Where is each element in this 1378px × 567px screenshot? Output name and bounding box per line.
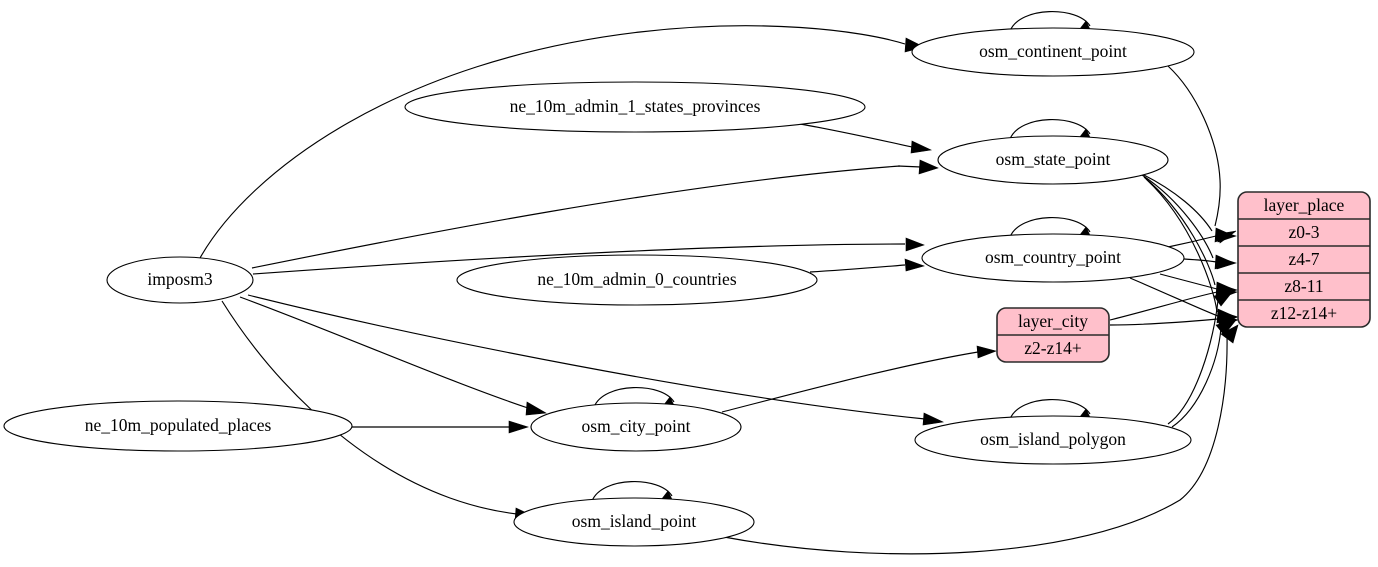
edge-imposm3-to-osm-state-point-tail <box>897 165 922 168</box>
edge-imposm3-to-osm-city-point <box>239 296 529 409</box>
record-node-layer-place[interactable]: layer_place z0-3 z4-7 z8-11 z12-z14+ <box>1237 191 1371 328</box>
node-shape-osm-state-point[interactable] <box>937 135 1169 185</box>
edge-imposm3-to-osm-state-point <box>251 165 901 269</box>
node-shape-osm-continent-point[interactable] <box>911 27 1195 77</box>
record-row-layer-place-z4-7[interactable]: z4-7 <box>1288 249 1319 269</box>
edge-osm-island-polygon-to-layer-place-z8-11 <box>1167 299 1219 425</box>
edge-osm-country-point-to-layer-place-z0-3 <box>1167 235 1217 248</box>
edge-layer <box>199 11 1239 555</box>
node-shape-osm-city-point[interactable] <box>530 402 742 452</box>
record-row-layer-place-z0-3[interactable]: z0-3 <box>1288 222 1319 242</box>
node-label-osm-city-point: osm_city_point <box>582 416 691 436</box>
record-node-layer: layer_place z0-3 z4-7 z8-11 z12-z14+ lay… <box>996 191 1371 363</box>
node-layer: imposm3 ne_10m_populated_places ne_10m_a… <box>3 27 1195 547</box>
edge-selfloop-osm-city-point <box>593 387 675 408</box>
record-row-layer-place-z8-11[interactable]: z8-11 <box>1284 276 1323 296</box>
arrowhead-icon <box>910 140 933 154</box>
edge-selfloop-osm-continent-point <box>1009 11 1091 32</box>
edge-osm-island-point-to-layer-place-z12-z14 <box>723 334 1228 555</box>
arrowhead-icon <box>508 420 529 434</box>
node-label-ne-10m-populated-places: ne_10m_populated_places <box>85 415 272 435</box>
edge-imposm3-to-osm-island-polygon <box>247 294 926 420</box>
node-shape-ne-10m-populated-places[interactable] <box>3 400 353 452</box>
arrowhead-icon <box>904 258 925 272</box>
record-row-layer-place-z12-z14[interactable]: z12-z14+ <box>1271 303 1337 323</box>
arrowhead-icon <box>525 401 547 416</box>
node-shape-osm-country-point[interactable] <box>921 233 1185 283</box>
edge-imposm3-to-osm-country-point <box>252 243 906 275</box>
edge-imposm3-to-osm-continent-point <box>199 25 906 259</box>
node-ne-10m-admin-1-states-provinces[interactable]: ne_10m_admin_1_states_provinces <box>404 81 866 133</box>
record-row-layer-city-header: layer_city <box>1018 311 1088 331</box>
node-label-osm-island-point: osm_island_point <box>572 511 697 531</box>
node-osm-continent-point[interactable]: osm_continent_point <box>911 27 1195 77</box>
edge-selfloop-osm-island-point <box>591 481 673 502</box>
node-shape-ne-10m-admin-1-states-provinces[interactable] <box>404 81 866 133</box>
node-label-osm-island-polygon: osm_island_polygon <box>980 429 1126 449</box>
edge-osm-country-point-to-layer-place-z4-7 <box>1183 258 1218 263</box>
arrowhead-icon <box>918 159 939 175</box>
record-row-layer-place-header: layer_place <box>1264 195 1345 215</box>
edge-osm-country-point-to-layer-place-z8-11 <box>1159 273 1218 290</box>
edge-osm-state-point-to-layer-place-z12-z14 <box>1145 178 1218 313</box>
edge-selfloop-osm-state-point <box>1009 119 1091 140</box>
record-row-layer-city-z2-z14[interactable]: z2-z14+ <box>1024 338 1082 358</box>
node-osm-city-point[interactable]: osm_city_point <box>530 402 742 452</box>
node-ne-10m-populated-places[interactable]: ne_10m_populated_places <box>3 400 353 452</box>
node-osm-country-point[interactable]: osm_country_point <box>921 233 1185 283</box>
node-shape-osm-island-polygon[interactable] <box>914 415 1192 465</box>
edge-imposm3-to-osm-island-point <box>221 300 518 515</box>
node-label-osm-continent-point: osm_continent_point <box>979 41 1127 61</box>
arrowhead-icon <box>905 237 925 252</box>
node-shape-imposm3[interactable] <box>106 256 254 304</box>
edge-ne-states-to-osm-state-point <box>799 123 913 148</box>
arrowhead-icon <box>1220 324 1239 344</box>
edge-selfloop-osm-island-polygon <box>1009 399 1091 420</box>
edge-osm-state-point-to-layer-place-z4-7 <box>1141 174 1214 259</box>
record-node-layer-city[interactable]: layer_city z2-z14+ <box>996 307 1110 363</box>
edge-osm-island-polygon-to-layer-place-z12-z14 <box>1171 327 1222 428</box>
edge-ne-countries-to-osm-country-point <box>809 264 906 273</box>
edge-osm-continent-point-to-layer-place-z0-3 <box>1167 65 1221 227</box>
edge-osm-state-point-to-layer-place-z0-3 <box>1139 172 1213 232</box>
arrowhead-icon <box>1215 319 1237 336</box>
node-osm-island-polygon[interactable]: osm_island_polygon <box>914 415 1192 465</box>
edge-osm-country-point-to-layer-place-z12-z14 <box>1129 277 1219 317</box>
node-label-osm-state-point: osm_state_point <box>996 149 1111 169</box>
node-shape-osm-island-point[interactable] <box>513 497 755 547</box>
arrowhead-icon <box>976 345 997 359</box>
edge-layer-city-to-layer-place-z12-z14 <box>1109 318 1219 326</box>
node-osm-state-point[interactable]: osm_state_point <box>937 135 1169 185</box>
node-osm-island-point[interactable]: osm_island_point <box>513 497 755 547</box>
edge-layer-city-to-layer-place-z8-11 <box>1109 291 1218 321</box>
arrowhead-icon <box>1216 256 1237 270</box>
node-label-ne-10m-admin-1-states-provinces: ne_10m_admin_1_states_provinces <box>510 96 761 116</box>
arrowhead-icon <box>922 412 945 426</box>
node-label-imposm3: imposm3 <box>147 269 212 289</box>
node-shape-ne-10m-admin-0-countries[interactable] <box>456 254 818 306</box>
arrowhead-icon <box>1216 229 1237 243</box>
edge-selfloop-osm-country-point <box>1009 217 1091 238</box>
arrowhead-icon <box>1213 290 1234 307</box>
node-label-osm-country-point: osm_country_point <box>985 247 1121 267</box>
record-shape-layer-place[interactable] <box>1237 191 1371 328</box>
node-label-ne-10m-admin-0-countries: ne_10m_admin_0_countries <box>537 269 736 289</box>
edge-osm-state-point-to-layer-place-z8-11 <box>1143 176 1216 286</box>
node-imposm3[interactable]: imposm3 <box>106 256 254 304</box>
edge-osm-city-point-to-layer-city-z2-z14 <box>721 351 979 413</box>
node-ne-10m-admin-0-countries[interactable]: ne_10m_admin_0_countries <box>456 254 818 306</box>
